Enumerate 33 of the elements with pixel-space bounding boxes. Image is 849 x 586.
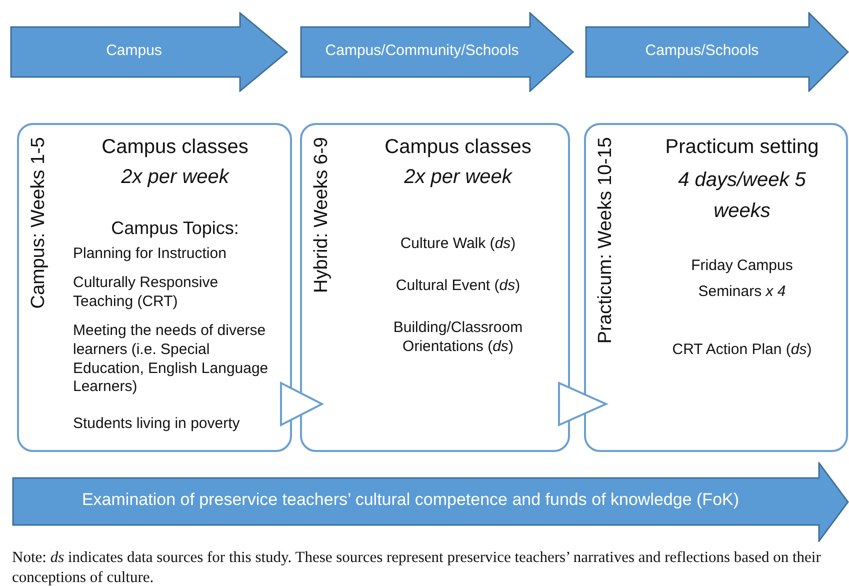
arrowhead-connector — [558, 381, 608, 427]
topic-text: Students living in poverty — [73, 415, 241, 434]
topic-text: Culture Walk (ds) — [399, 235, 517, 254]
topic-text: Planning for Instruction — [73, 245, 228, 264]
phase-label: Hybrid: Weeks 6-9 — [310, 137, 333, 293]
box-heading: Practicum setting — [664, 135, 820, 160]
schedule-text: 2x per week — [403, 165, 514, 190]
box-heading: Campus classes — [100, 135, 250, 160]
topic-text: CRT Action Plan (ds) — [671, 341, 813, 360]
arrow-label: Examination of preservice teachers’ cultural competence and funds of knowledge (FoK) — [80, 490, 740, 510]
arrow-label: Campus/Schools — [644, 42, 760, 60]
location-banner — [10, 12, 288, 92]
note-text: Note: ds indicates data sources for this study. These sources represent preservice teachers’ narratives and reflections based on their conceptions of culture. — [12, 548, 822, 586]
examination-banner — [12, 462, 849, 542]
box-heading: Campus classes — [384, 135, 532, 160]
topic-text: Culturally Responsive Teaching (CRT) — [73, 274, 220, 312]
phase-label: Practicum: Weeks 10-15 — [594, 137, 617, 344]
schedule-text: 4 days/week 5 weeks — [677, 168, 807, 224]
schedule-text: 2x per week — [120, 165, 230, 190]
topic-text: Cultural Event (ds) — [394, 277, 522, 296]
arrow-label: Campus — [105, 42, 163, 60]
topic-text: Building/Classroom Orientations (ds) — [392, 319, 524, 356]
location-banner — [585, 12, 849, 92]
topic-text: Campus Topics: — [110, 217, 240, 240]
topic-text: Friday Campus Seminars x 4 — [690, 256, 794, 302]
phase-box — [584, 123, 848, 452]
location-banner — [300, 12, 574, 92]
arrow-label: Campus/Community/Schools — [324, 42, 520, 60]
phase-label: Campus: Weeks 1-5 — [27, 137, 50, 309]
topic-text: Meeting the needs of diverse learners (i.e. Special Education, English Language Learners) — [73, 322, 270, 397]
phase-box — [300, 123, 570, 452]
arrowhead-connector — [280, 381, 324, 427]
phase-box — [17, 123, 292, 452]
